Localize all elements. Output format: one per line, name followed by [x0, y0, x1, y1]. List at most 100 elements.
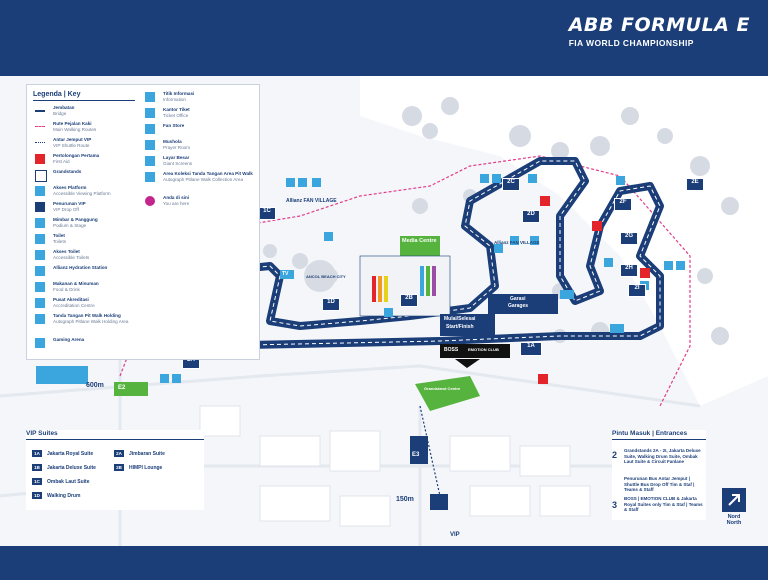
entrance-e3-sign: [410, 436, 428, 464]
first-aid-icon: [35, 154, 45, 164]
tv-icon: [145, 156, 155, 166]
grandstand-2g[interactable]: 2G: [620, 232, 638, 245]
podium-icon: [35, 218, 45, 228]
tree-clusters: [143, 97, 739, 345]
accessible-platform-icon: [35, 186, 45, 196]
grandstand-1d[interactable]: 1D: [322, 298, 340, 311]
building-blocks: [199, 405, 591, 527]
vip-shuttle-route-icon: [35, 142, 45, 143]
media-centre-shape: [400, 236, 440, 256]
boss-label: BOSS: [444, 347, 459, 353]
boss-emotion-block: [440, 344, 510, 358]
grandstand-2h[interactable]: 2H: [620, 264, 638, 277]
boss-arrow: [455, 359, 480, 368]
start-finish-block: [440, 314, 495, 336]
start-finish-label-1: Mulai/Selesai: [444, 316, 476, 322]
grandstand-centre-label: Grandstand Centre: [424, 386, 461, 391]
upper-area: [360, 76, 768, 406]
accreditation-icon: [35, 298, 45, 308]
tv-screen-label: TV: [282, 271, 289, 277]
autograph-icon: [35, 314, 45, 324]
grandstand-icon: [35, 170, 47, 182]
grandstand-2i[interactable]: 2I: [628, 284, 646, 297]
footer-bar: [0, 546, 768, 580]
ancol-building: [304, 260, 336, 292]
distance-150m: 150m: [396, 496, 414, 503]
garage-block: [488, 294, 558, 314]
entrance-e2-label[interactable]: E2: [118, 385, 126, 391]
ticket-icon: [145, 108, 155, 118]
entrance-text-2: Grandstands 2A - 2I, Jakarta Deluxe Suit…: [624, 448, 701, 464]
location-pin-icon: [145, 196, 155, 206]
fan-village-label-west: Allianz FAN VILLAGE: [286, 198, 337, 204]
entrance-e3-label[interactable]: E3: [412, 452, 420, 458]
entrance-num-2: 2: [612, 450, 618, 460]
grandstand-2c[interactable]: 2C: [502, 178, 520, 191]
vip-suites-title: VIP Suites: [26, 430, 204, 440]
fan-store-icon: [145, 124, 155, 134]
entrance-text-shuttle: Penurunan Bus Antar Jemput | Shuttle Bus…: [624, 476, 695, 492]
legend-item-fanstore: Fan Store: [143, 123, 253, 137]
vip-dropoff-icon: [35, 202, 45, 212]
grandstand-2f[interactable]: 2F: [614, 198, 632, 211]
garages-label: Garages: [508, 303, 529, 309]
grandstand-2d[interactable]: 2D: [522, 210, 540, 223]
grandstand-2b[interactable]: 2B: [400, 294, 418, 307]
north-arrow-icon: [722, 488, 746, 512]
bridge-icon: [35, 110, 45, 112]
toilet-icon: [35, 234, 45, 244]
legend-item-hydration: Allianz Hydration Station: [33, 265, 143, 279]
entrance-num-3: 3: [612, 500, 618, 510]
grandstand-1c[interactable]: 1C: [258, 207, 276, 220]
entrance-text-3: BOSS | EMOTION CLUB & Jakarta Royal Suit…: [624, 496, 703, 512]
food-drink-icon: [35, 282, 45, 292]
media-centre-label: Media Centre: [402, 238, 437, 244]
entrance-e2-box: [114, 382, 148, 396]
info-icon: [145, 92, 155, 102]
legend-item-grandstands: Grandstands: [33, 169, 143, 183]
emotion-club-label: EMOTION CLUB: [468, 347, 499, 352]
vip-dropoff-sign: [430, 494, 448, 510]
track-centre-line: [199, 160, 661, 347]
prayer-icon: [145, 140, 155, 150]
garasi-label: Garasi: [510, 296, 526, 302]
brand-line1: ABB FORMULA E: [568, 14, 750, 36]
paddock-colour-bars: [372, 266, 436, 302]
grandstand-1a[interactable]: 1A: [520, 342, 542, 356]
gaming-icon: [35, 338, 45, 348]
walking-route-icon: [35, 126, 45, 127]
entrances-title: Pintu Masuk | Entrances: [612, 430, 706, 440]
legend-title: Legenda | Key: [33, 91, 135, 101]
tv-screens: [280, 270, 624, 333]
grandstand-centre-shape: [415, 376, 480, 411]
hydration-icon: [35, 266, 45, 276]
entrances-panel: Pintu Masuk | Entrances 2 Grandstands 2A…: [612, 430, 706, 520]
header-bar: ABB FORMULA E FIA WORLD CHAMPIONSHIP: [0, 0, 768, 76]
collection-icon: [145, 172, 155, 182]
grandstand-2e[interactable]: 2E: [686, 178, 704, 191]
